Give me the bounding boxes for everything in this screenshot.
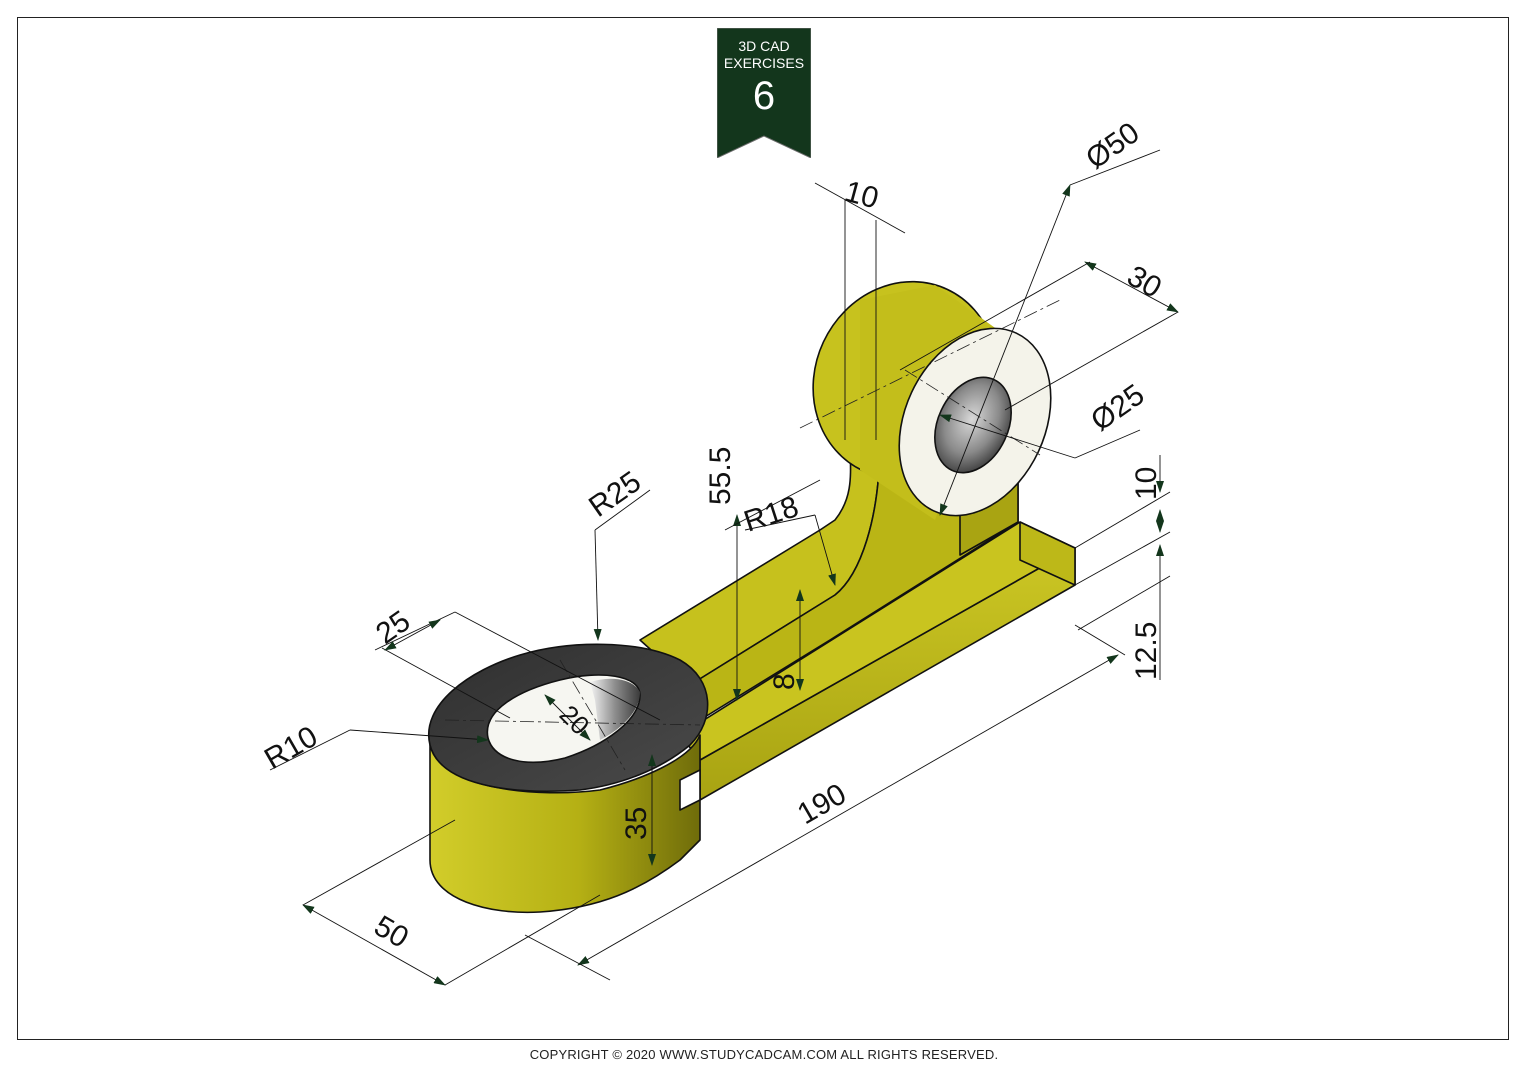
dim-r10: R10 — [259, 720, 323, 776]
dim-h12-5: 12.5 — [1130, 622, 1163, 680]
dim-h55-5: 55.5 — [704, 447, 737, 505]
dim-d50: Ø50 — [1080, 116, 1145, 176]
part-geometry — [427, 280, 1076, 914]
dim-w10-top: 10 — [841, 175, 882, 216]
dim-l190: 190 — [792, 777, 852, 831]
drawing-frame — [17, 17, 1509, 1040]
dim-w25: 25 — [370, 605, 416, 651]
dim-l50: 50 — [369, 909, 414, 954]
exercise-badge: 3D CAD EXERCISES 6 — [717, 28, 811, 158]
badge-ribbon — [717, 28, 811, 158]
dim-h35: 35 — [620, 807, 653, 840]
copyright-footer: COPYRIGHT © 2020 WWW.STUDYCADCAM.COM ALL… — [529, 1047, 999, 1062]
dim-d25: Ø25 — [1085, 378, 1150, 438]
badge-number: 6 — [752, 74, 776, 118]
dim-w30: 30 — [1122, 259, 1167, 304]
dim-r18: R18 — [740, 490, 803, 538]
dimension-lines — [269, 149, 1179, 986]
dim-h10-right: 10 — [1130, 467, 1163, 500]
badge-line2: EXERCISES — [723, 55, 805, 71]
badge-line1: 3D CAD — [738, 38, 790, 54]
dim-h8: 8 — [768, 673, 801, 690]
